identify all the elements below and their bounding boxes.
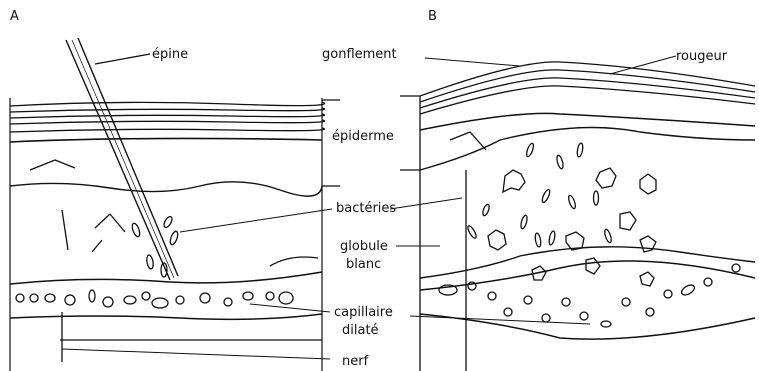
label-spine: épine [152,47,188,62]
label-bacteria: bactéries [336,201,396,216]
panel-b-letter: B [428,9,437,24]
label-capillary-line1: capillaire [334,305,393,320]
label-nerve: nerf [342,354,369,369]
label-epidermis: épiderme [332,129,394,144]
panel-a-letter: A [10,9,19,24]
label-capillary-line2: dilaté [342,323,379,338]
label-redness: rougeur [676,49,728,64]
label-swelling: gonflement [322,47,397,62]
label-white-cell-line2: blanc [346,257,381,272]
label-white-cell-line1: globule [340,239,388,254]
